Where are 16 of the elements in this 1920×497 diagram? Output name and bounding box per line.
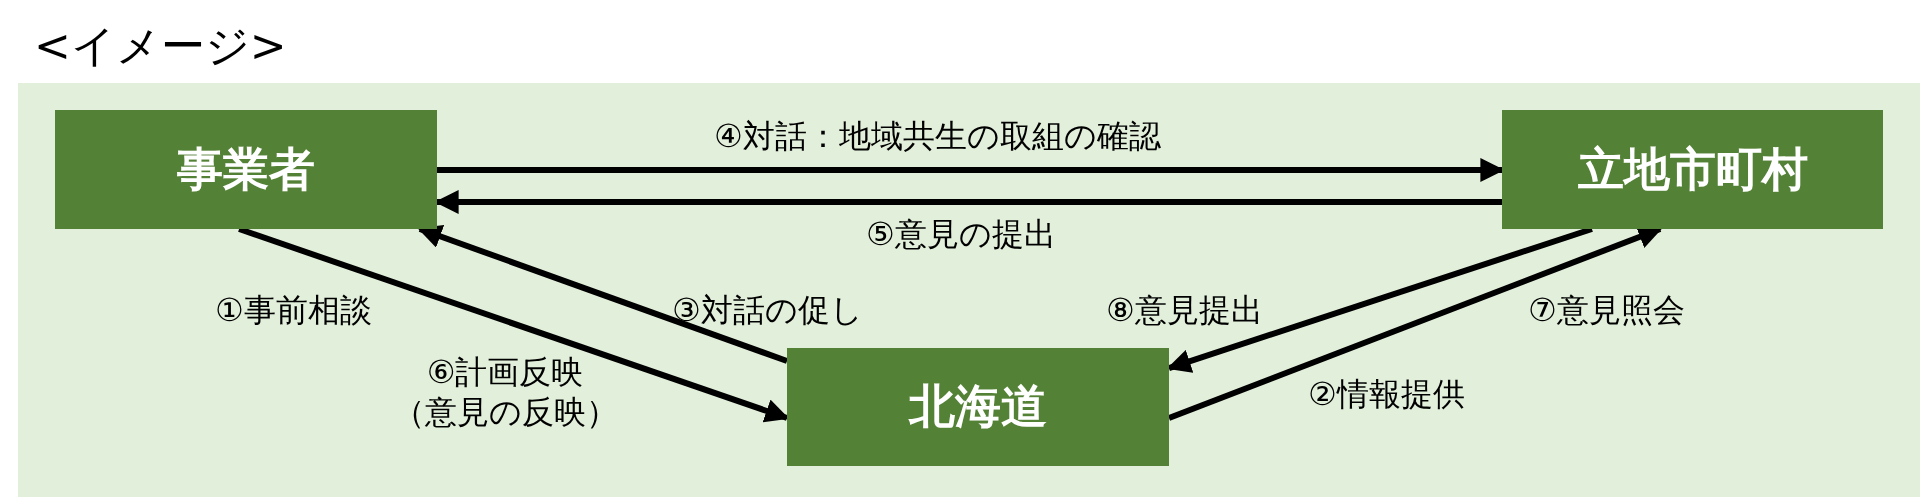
entity-box <box>787 348 1169 466</box>
entity-name: 立地市町村 <box>1577 140 1808 198</box>
entity-name: 事業者 <box>177 140 315 198</box>
edge-label: ⑧意見提出 <box>1106 290 1263 330</box>
edge-label: ⑤意見の提出 <box>866 214 1056 254</box>
entity-box <box>1502 110 1883 229</box>
edge-label: ④対話：地域共生の取組の確認 <box>714 116 1161 156</box>
edge-label: ②情報提供 <box>1308 374 1465 414</box>
step-label: ⑥計画反映（意見の反映） <box>391 352 619 432</box>
arrow <box>417 225 788 364</box>
step-label: ⑦意見照会 <box>1528 290 1685 330</box>
entity-box <box>55 110 437 229</box>
edge-label: ③対話の促し <box>672 290 863 330</box>
entity-name: 北海道 <box>909 378 1047 435</box>
edge-label: ①事前相談 <box>215 290 372 330</box>
diagram-title: <イメージ> <box>34 22 287 71</box>
